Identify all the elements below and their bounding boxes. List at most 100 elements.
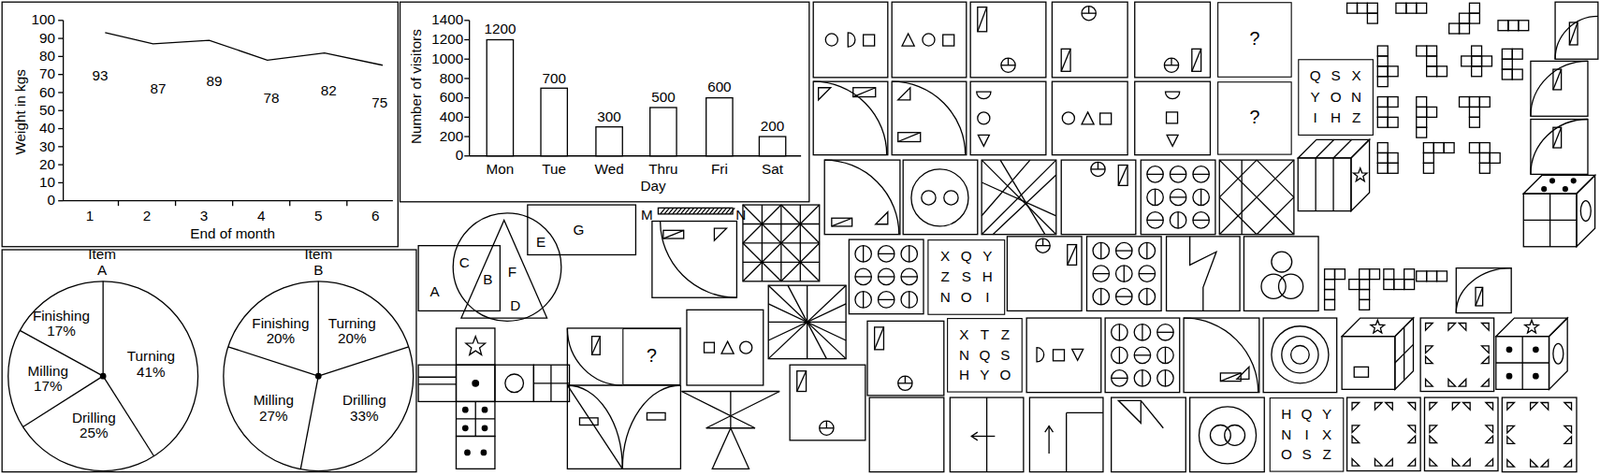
slashed-rect-symbol [1220,373,1241,382]
crossing-line [981,160,1031,217]
slashed-rect-symbol [1192,48,1202,72]
slashed-rect-symbol [1220,373,1241,382]
puzzle-cell [1377,116,1388,128]
axis-tick [58,19,63,21]
zigzag-line [1190,236,1217,312]
grid-letter: O [1280,447,1293,464]
circle-line-symbol [1146,288,1148,305]
net-face [494,364,534,402]
circle-symbol [1291,345,1310,364]
slashed-rect-symbol [874,327,885,350]
axis-tick-label: 60 [39,85,56,102]
circle-line-symbol [877,299,894,301]
dot [1533,347,1539,352]
puzzle-cell [1426,66,1438,77]
puzzle-cell [1508,20,1519,31]
puzzle-cell [1416,2,1427,14]
triangle-symbol [1166,134,1179,146]
line-stroke [729,392,731,429]
triangle-symbol [1408,403,1416,411]
letter-grid-box: HQYNIXOSZ [1269,397,1345,473]
puzzle-cell [1426,45,1438,57]
puzzle-cell [1324,299,1336,310]
circle-cross-symbol [1097,161,1099,170]
crossing-line [742,261,820,263]
letter-grid-box: QSXYONIHZ [1297,58,1374,136]
puzzle-cell [1471,66,1483,77]
pie-slice-edge [101,281,103,377]
slashed-rect-symbol [1553,69,1562,90]
grid-letter: Z [1323,447,1332,464]
circle-line-symbol [908,246,910,262]
cube-front [1341,336,1396,391]
puzzle-cell [1471,45,1483,57]
grid-letter: N [940,290,951,306]
net-face [533,364,569,402]
bar-value: 1200 [483,21,516,38]
crossing-line [1240,160,1242,235]
circle-symbol [944,190,959,205]
slashed-rect-symbol [797,371,807,393]
axis-line [469,155,801,157]
line-stroke [986,397,988,473]
figure-frame [1555,1,1599,59]
line-stroke [1332,158,1334,212]
figure-frame [970,81,1047,155]
circle-line-symbol [1123,265,1125,282]
circle-line-symbol [1200,189,1202,205]
circle-symbol [1580,201,1591,222]
puzzle-cell [1387,162,1398,174]
puzzle-cell [1416,97,1427,108]
triangle-symbol [1564,460,1572,468]
axis-tick [289,201,291,206]
figure-frame [981,160,1057,235]
triangle-symbol [1374,458,1382,466]
cube-top [1341,318,1413,337]
pie-center [316,373,321,379]
circle-line-symbol [1138,288,1155,305]
axis-tick-label: 0 [455,147,465,164]
figure-frame [1530,60,1588,117]
grid-letter: Q [978,347,990,364]
line-stroke [1140,400,1164,428]
circle-line-symbol [1164,370,1166,387]
axis-tick [58,110,63,112]
triangle-symbol [1374,403,1382,411]
axis-tick [58,128,63,130]
slashed-rect-symbol [663,230,684,239]
question-box: ? [1217,81,1293,155]
axis-line [63,200,393,202]
circle-line-symbol [901,246,917,262]
quarter-arc [813,81,888,155]
line-stroke [455,418,495,420]
quarter-arc [1530,119,1588,175]
cube-top [1523,174,1595,194]
dot [481,425,487,431]
square-symbol [704,342,715,353]
axis-tick-label: 200 [439,129,464,146]
crossing-line [742,204,782,244]
crossing-line [742,223,820,225]
figure-frame [1029,397,1104,473]
circle-line-symbol [855,276,872,277]
puzzle-cell [1406,2,1417,14]
puzzle-cell [1387,116,1398,128]
chart-panel [1,249,417,473]
puzzle-cell [1518,20,1529,31]
puzzle-cell [1404,279,1415,291]
rect-symbol [579,418,598,426]
line-stroke [418,377,456,379]
figure-frame [1140,160,1216,235]
figure-frame [567,328,681,469]
triangle-symbol [1564,425,1572,434]
puzzle-cell [1459,23,1470,34]
axis-tick-label: 100 [30,12,55,29]
triangle-symbol [721,341,734,354]
triangle-symbol [1482,356,1490,364]
triangle-symbol [1564,403,1572,411]
chart-title: Item A [87,247,117,279]
axis-tick [232,201,233,206]
dot [463,425,468,431]
circle-line-symbol [1192,174,1209,175]
